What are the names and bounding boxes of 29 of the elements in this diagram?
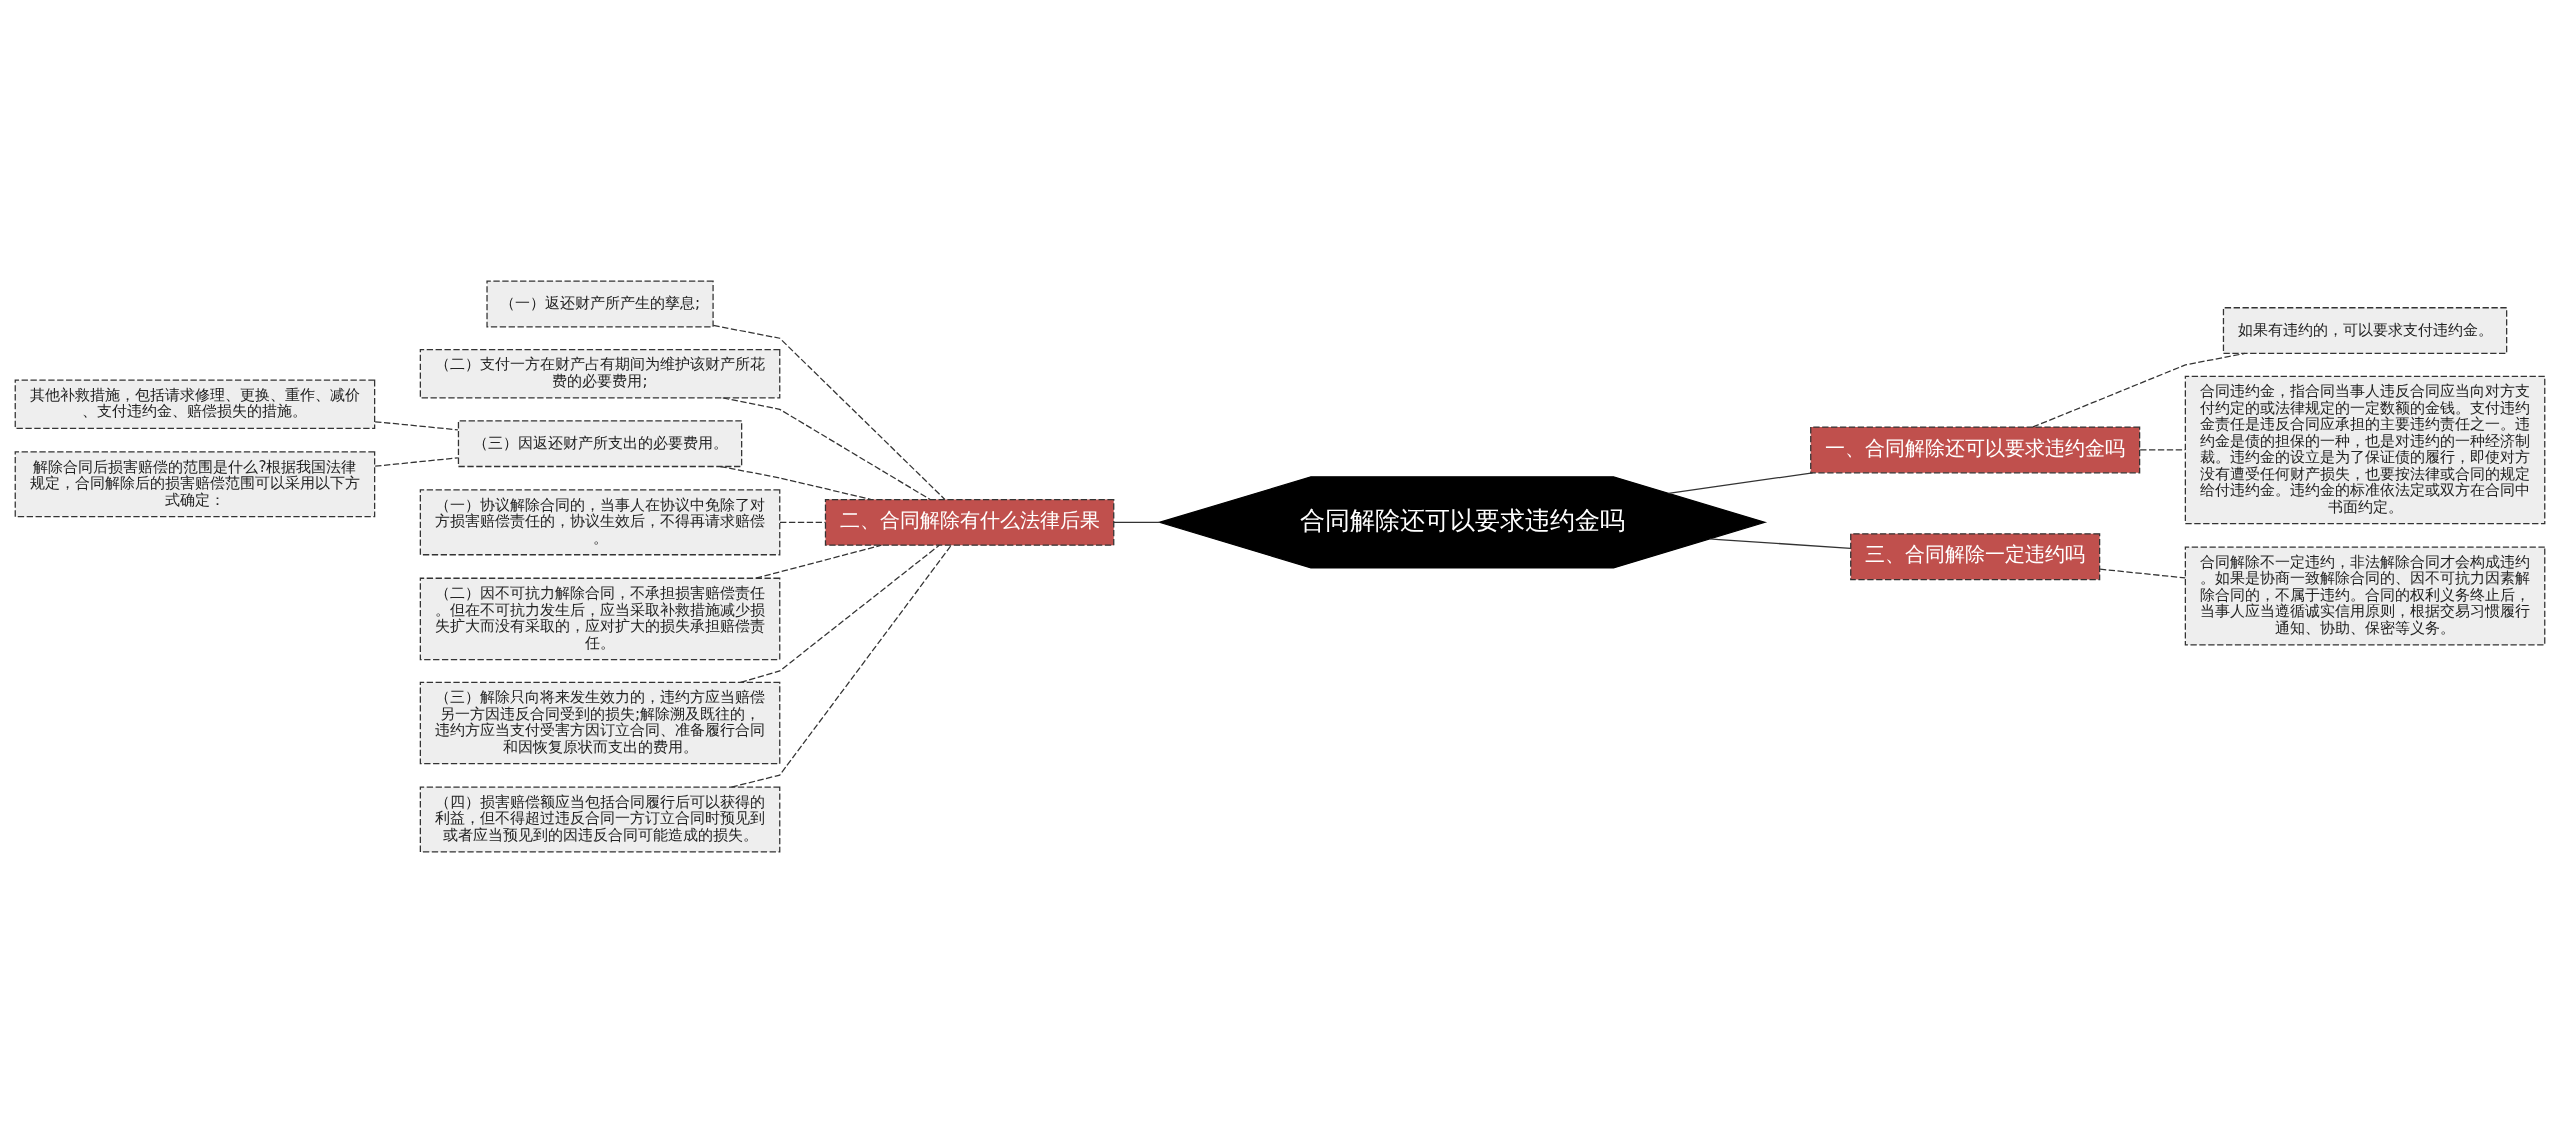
node-box: 合同解除不一定违约，非法解除合同才会构成违约。如果是协商一致解除合同的、因不可抗力因素解除合同的，不属于违约。合同的权利义务终止后，当事人应当遵循诚实信用原则，根据交易习惯履行通知、协助、保密等义务。 xyxy=(2184,546,2546,646)
connector xyxy=(719,465,872,501)
node-box: （三）因返还财产所支出的必要费用。 xyxy=(457,420,743,468)
connector xyxy=(2139,449,2186,451)
node-box: 解除合同后损害赔偿的范围是什么?根据我国法律规定，合同解除后的损害赔偿范围可以采用以下方式确定： xyxy=(14,451,376,518)
node-box: 二、合同解除有什么法律后果 xyxy=(824,498,1115,546)
connector xyxy=(712,324,946,501)
connector xyxy=(374,421,459,431)
connector xyxy=(374,457,459,467)
connector xyxy=(722,397,931,501)
node-box: （二）支付一方在财产占有期间为维护该财产所花费的必要费用; xyxy=(419,349,781,399)
connector xyxy=(1709,538,1852,549)
connector xyxy=(730,544,952,788)
connector xyxy=(755,544,883,579)
connector xyxy=(1667,472,1814,494)
node-box: 三、合同解除一定违约吗 xyxy=(1850,533,2101,581)
connector xyxy=(1113,521,1161,523)
connector xyxy=(2032,352,2246,428)
connector xyxy=(2099,568,2186,579)
node-box: （四）损害赔偿额应当包括合同履行后可以获得的利益，但不得超过违反合同一方订立合同时预见到或者应当预见到的因违反合同可能造成的损失。 xyxy=(419,786,781,853)
node-box: 如果有违约的，可以要求支付违约金。 xyxy=(2222,307,2508,355)
node-box: 合同违约金，指合同当事人违反合同应当向对方支付约定的或法律规定的一定数额的金钱。支付违约金责任是违反合同应承担的主要违约责任之一。违约金是债的担保的一种，也是对违约的一种经济制裁。违约金的设立是为了保证债的履行，即使对方没有遭受任何财产损失，也要按法律或合同的规定给付违约金。违约金的标准依法定或双方在合同中书面约定。 xyxy=(2184,375,2546,525)
node-box: （一）协议解除合同的，当事人在协议中免除了对方损害赔偿责任的，协议生效后，不得再请求赔偿。 xyxy=(419,489,781,556)
node-box: 其他补救措施，包括请求修理、更换、重作、减价、支付违约金、赔偿损失的措施。 xyxy=(14,379,376,430)
node-box: （二）因不可抗力解除合同，不承担损害赔偿责任。但在不可抗力发生后，应当采取补救措施减少损失扩大而没有采取的，应对扩大的损失承担赔偿责任。 xyxy=(419,577,781,661)
node-box: （一）返还财产所产生的孳息; xyxy=(486,280,714,328)
node-box: 一、合同解除还可以要求违约金吗 xyxy=(1810,426,2141,474)
node-box: （三）解除只向将来发生效力的，违约方应当赔偿另一方因违反合同受到的损失;解除溯及既往的，违约方应当支付受害方因订立合同、准备履行合同和因恢复原状而支出的费用。 xyxy=(419,681,781,765)
connector xyxy=(779,521,826,523)
